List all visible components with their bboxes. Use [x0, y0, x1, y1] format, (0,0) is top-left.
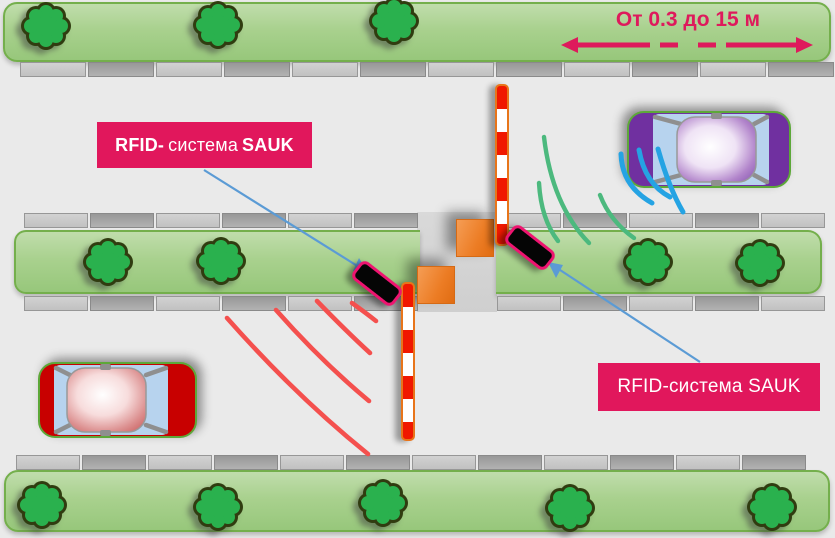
curb-tile [695, 213, 759, 228]
curb-tile [292, 62, 358, 77]
curb-tile [354, 213, 418, 228]
rfid-system-label-left: RFID- система SAUK [97, 122, 312, 168]
car-red [38, 362, 197, 438]
curb-tile [742, 455, 806, 470]
curb-tile [224, 62, 290, 77]
curb-tile [700, 62, 766, 77]
curb-tile [280, 455, 344, 470]
label-text-bold: RFID- [115, 134, 165, 155]
curb-tile [360, 62, 426, 77]
curb-tile [156, 296, 220, 311]
rfid-system-label-right: RFID-система SAUK [598, 363, 820, 411]
curb-row-median-lower-left [24, 296, 418, 311]
curb-tile [222, 213, 286, 228]
curb-tile [544, 455, 608, 470]
curb-tile [768, 62, 834, 77]
curb-tile [563, 213, 627, 228]
curb-tile [346, 455, 410, 470]
curb-tile [563, 296, 627, 311]
signal-waves-blue [618, 146, 686, 215]
car-purple [627, 111, 791, 188]
curb-tile [90, 296, 154, 311]
curb-tile [88, 62, 154, 77]
curb-row-top [20, 62, 834, 77]
measurement-label: От 0.3 до 15 м [615, 8, 761, 31]
curb-tile [288, 296, 352, 311]
curb-tile [497, 296, 561, 311]
curb-tile [82, 455, 146, 470]
curb-tile [761, 213, 825, 228]
curb-tile [632, 62, 698, 77]
label-text-regular: система [168, 134, 239, 155]
curb-row-median-upper-left [24, 213, 418, 228]
curb-tile [610, 455, 674, 470]
curb-tile [629, 213, 693, 228]
curb-tile [214, 455, 278, 470]
curb-tile [428, 62, 494, 77]
label-text-bold: SAUK [242, 134, 294, 155]
curb-tile [412, 455, 476, 470]
curb-tile [761, 296, 825, 311]
curb-tile [496, 62, 562, 77]
barrier-pole-lower [401, 282, 415, 441]
curb-tile [478, 455, 542, 470]
curb-tile [288, 213, 352, 228]
barrier-pole-upper [495, 84, 509, 246]
curb-tile [148, 455, 212, 470]
curb-tile [24, 213, 88, 228]
barrier-cabinet-lower [417, 266, 455, 304]
barrier-cabinet-upper [456, 219, 494, 257]
curb-tile [629, 296, 693, 311]
curb-tile [20, 62, 86, 77]
curb-tile [156, 213, 220, 228]
curb-row-median-upper-right [497, 213, 825, 228]
curb-tile [90, 213, 154, 228]
signal-waves-red [224, 298, 379, 457]
curb-tile [564, 62, 630, 77]
curb-tile [16, 455, 80, 470]
label-text: RFID-система SAUK [617, 376, 801, 397]
grass-strip-bottom [4, 470, 830, 532]
curb-tile [156, 62, 222, 77]
curb-tile [24, 296, 88, 311]
curb-tile [695, 296, 759, 311]
curb-tile [676, 455, 740, 470]
curb-row-median-lower-right [497, 296, 825, 311]
curb-tile [222, 296, 286, 311]
curb-row-bottom [16, 455, 806, 470]
